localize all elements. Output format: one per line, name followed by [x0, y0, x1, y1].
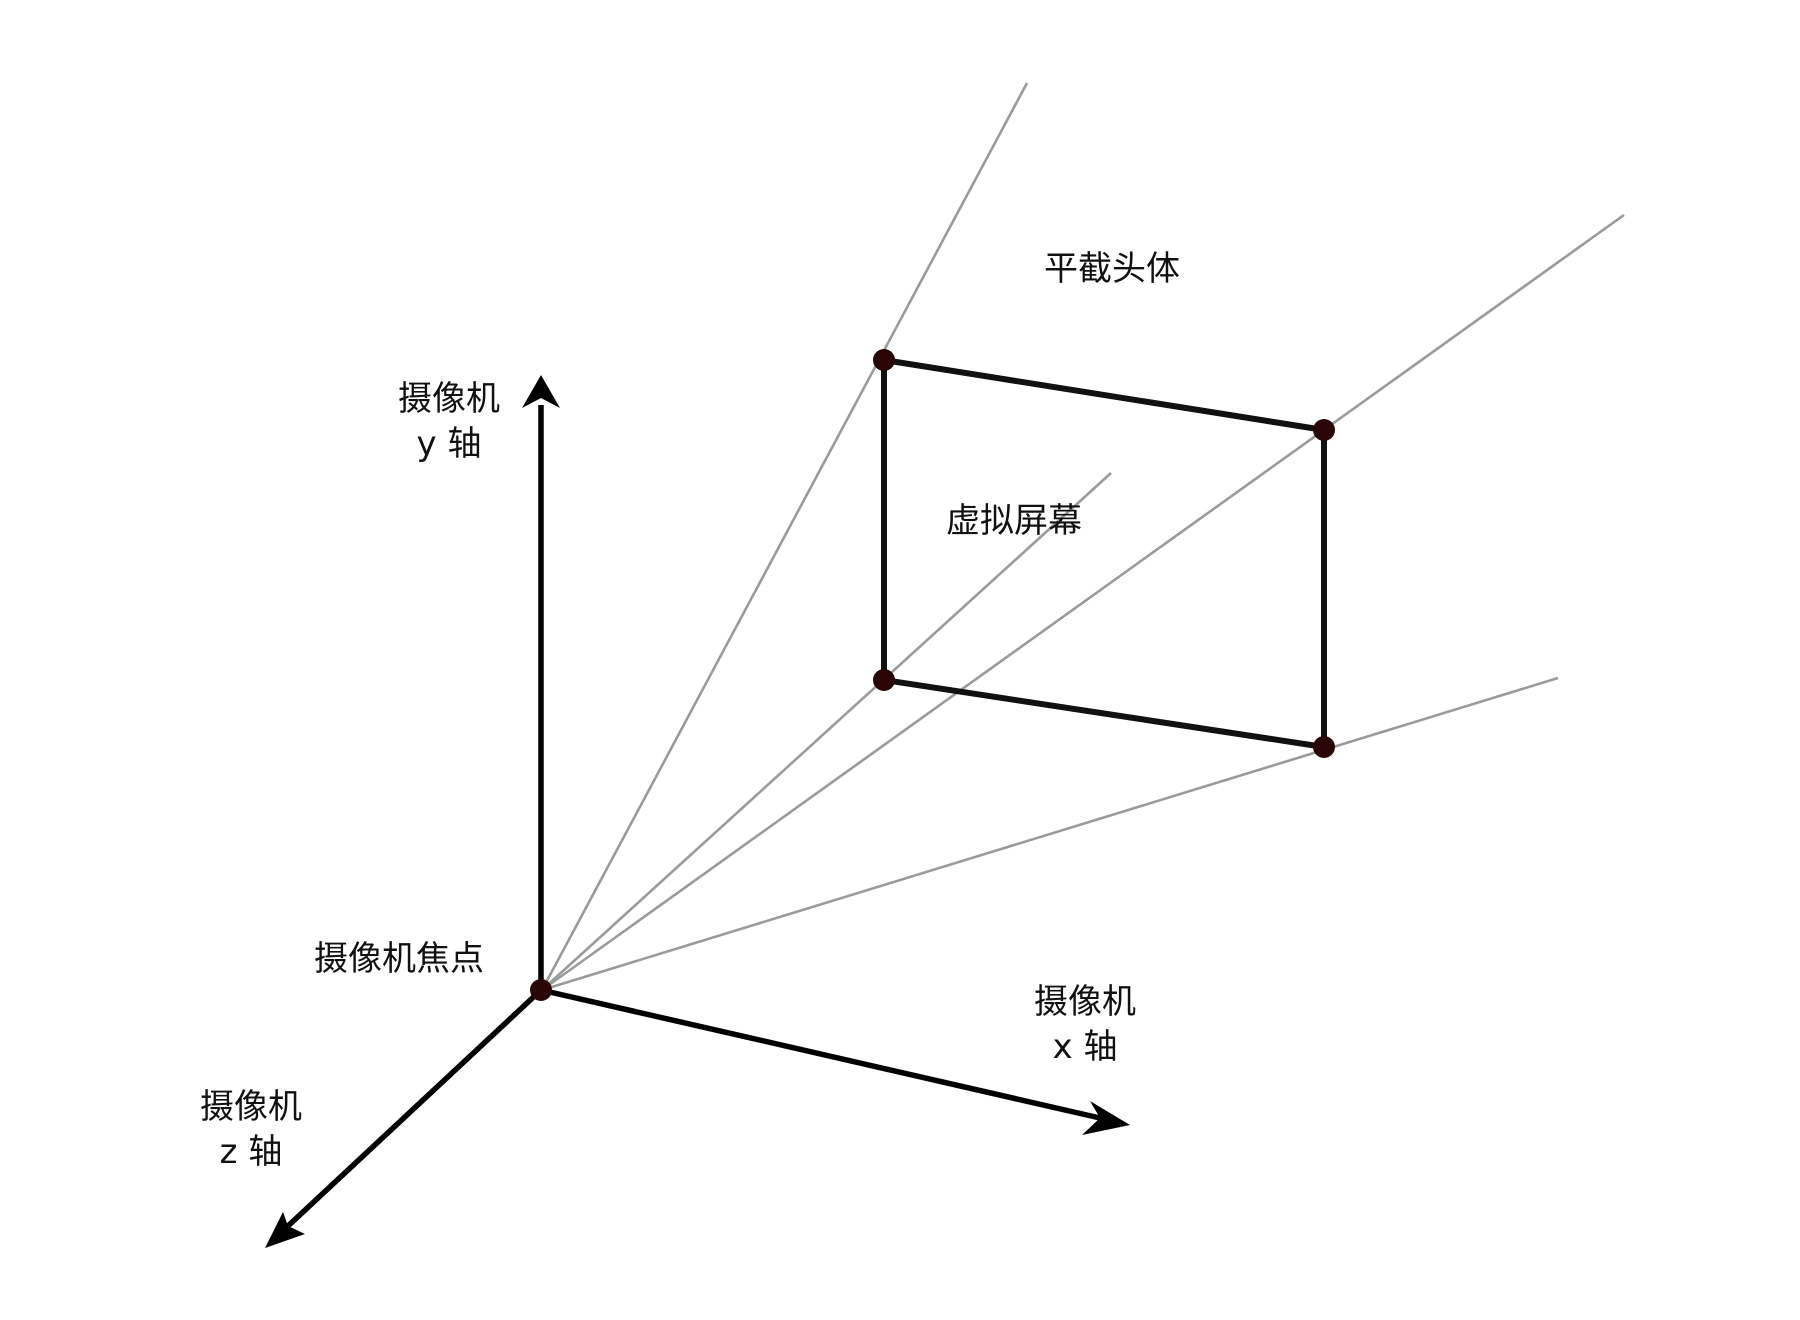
- screen-vertex-bottom-left: [873, 669, 895, 691]
- ray-bottom-right: [541, 676, 1559, 992]
- frustum-rays: [540, 82, 1625, 992]
- screen-top-edge: [881, 357, 1327, 433]
- frustum-label: 平截头体: [1044, 249, 1180, 289]
- ray-bottom-left: [541, 472, 1112, 991]
- camera-axes: [265, 375, 1130, 1248]
- focal-point-label: 摄像机焦点: [314, 939, 484, 979]
- z-axis-line: [286, 987, 543, 1229]
- screen-vertex-bottom-right: [1313, 736, 1335, 758]
- virtual-screen-label: 虚拟屏幕: [946, 501, 1082, 541]
- x-axis-label-line2: x 轴: [1053, 1027, 1118, 1067]
- screen-bottom-edge: [881, 677, 1327, 750]
- y-axis-label-line1: 摄像机: [398, 379, 500, 419]
- vertices: [530, 349, 1335, 1001]
- focal-point-dot: [530, 979, 552, 1001]
- z-axis-arrowhead: [265, 1212, 305, 1248]
- ray-top-right: [541, 213, 1625, 992]
- y-axis-label-line2: y 轴: [417, 424, 482, 464]
- z-axis-label-line1: 摄像机: [200, 1087, 302, 1127]
- z-axis-label-line2: z 轴: [220, 1132, 283, 1172]
- x-axis-arrowhead: [1082, 1101, 1130, 1135]
- screen-vertex-top-left: [873, 349, 895, 371]
- y-axis-arrowhead: [522, 375, 560, 408]
- x-axis-label-line1: 摄像机: [1034, 982, 1136, 1022]
- x-axis-line: [540, 987, 1101, 1121]
- ray-top-left: [540, 82, 1029, 991]
- virtual-screen: [881, 357, 1327, 750]
- screen-vertex-top-right: [1313, 419, 1335, 441]
